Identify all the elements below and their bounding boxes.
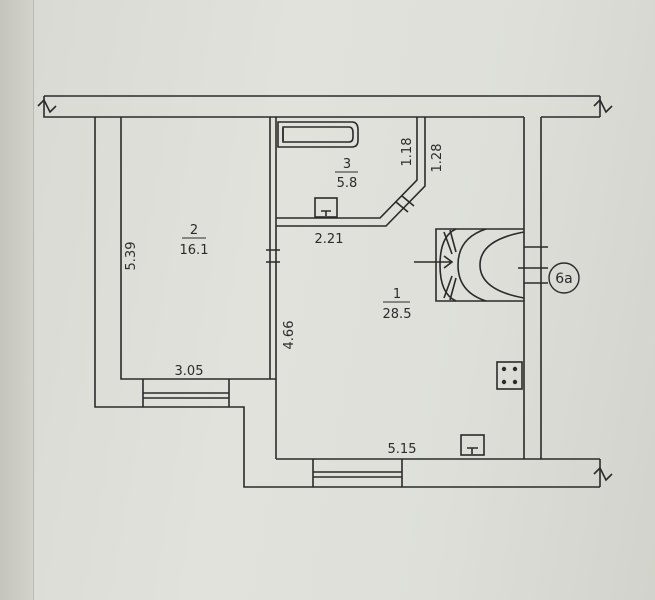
bathroom-door-mark: [395, 195, 415, 213]
room3-area: 5.8: [337, 176, 358, 191]
section-marker: [548, 262, 580, 294]
stove-burners: [501, 366, 518, 385]
window-left: [142, 379, 230, 407]
left-wall-inner: [120, 117, 276, 380]
bathroom-partition: [276, 117, 426, 227]
top-wall-right-break: [593, 98, 613, 114]
marker-leader: [524, 246, 548, 284]
bathtub: [277, 121, 359, 148]
staircase-curve-inner: [479, 231, 525, 299]
staircase-outline: [435, 228, 524, 302]
left-wall-outer: [94, 117, 600, 488]
paper-edge: [0, 0, 34, 600]
dim-room2-height: 5.39: [124, 242, 139, 271]
room3-number: 3: [343, 157, 351, 172]
room2-area: 16.1: [180, 243, 209, 258]
section-marker-label: 6a: [555, 271, 573, 287]
kitchen-sink: [460, 434, 485, 456]
kitchen-stove: [496, 361, 523, 390]
staircase-curve-mid: [457, 228, 487, 302]
bathroom-sink-tap: [321, 210, 331, 216]
staircase-curve-outer: [439, 228, 457, 302]
dim-room3-depth-a: 1.18: [400, 138, 415, 167]
dim-room3-width: 2.21: [315, 232, 344, 247]
right-wall-outer: [540, 117, 600, 460]
dim-room1-width: 5.15: [388, 442, 417, 457]
room2-number: 2: [190, 223, 198, 238]
room1-number: 1: [393, 287, 401, 302]
bathroom-sink: [314, 197, 338, 218]
staircase-steps: [443, 229, 457, 301]
window-bottom: [312, 459, 403, 487]
dim-room3-depth-b: 1.28: [430, 144, 445, 173]
top-wall-left-break: [37, 98, 57, 114]
dim-room1-height: 4.66: [282, 321, 297, 350]
dim-room2-width: 3.05: [175, 364, 204, 379]
top-wall-left-end: [43, 96, 95, 118]
kitchen-sink-tap: [467, 447, 478, 454]
room1-area: 28.5: [383, 307, 412, 322]
door-mark-partition: [266, 249, 280, 263]
bottom-wall-right-break: [593, 466, 613, 482]
stair-arrow: [414, 255, 454, 269]
